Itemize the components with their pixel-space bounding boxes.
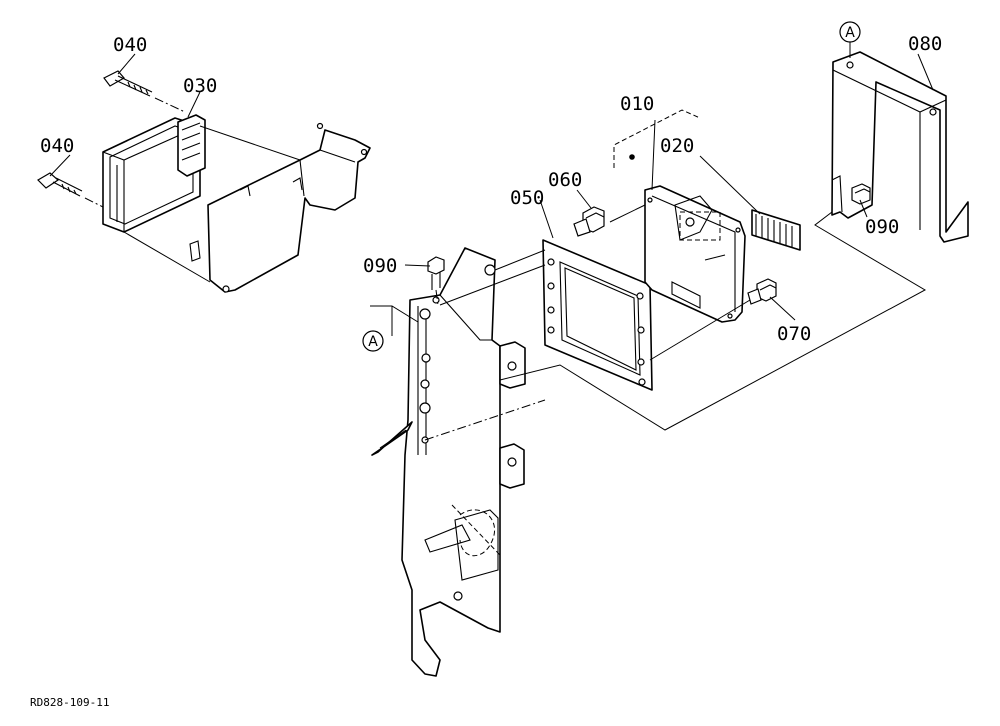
vertical-support-bracket	[371, 247, 526, 677]
part-020-label	[751, 209, 801, 251]
callout-labels: 040 030 040 050 060 010 020 090 070 080 …	[40, 33, 942, 345]
reference-box-left	[370, 305, 419, 336]
part-090-bolt-right	[851, 183, 871, 205]
bracket-mount-plate	[189, 122, 371, 293]
reference-mark-a-left-text: A	[368, 334, 378, 350]
part-080-cover	[831, 51, 969, 243]
part-010-controller	[644, 185, 746, 323]
callout-030: 030	[183, 75, 217, 97]
part-060-bolt	[573, 206, 605, 237]
part-050-plate	[542, 239, 653, 391]
callout-040-upper: 040	[113, 34, 147, 56]
part-070-bolt	[747, 278, 777, 305]
callout-080: 080	[908, 33, 942, 55]
reference-mark-a-left: A	[362, 330, 384, 352]
assembly-lines	[379, 204, 927, 449]
part-010-bracket-dash	[613, 109, 701, 168]
callout-090-right: 090	[865, 216, 899, 238]
part-030-housing	[102, 114, 206, 233]
part-040-bolt-lower	[37, 172, 83, 197]
callout-leaders	[49, 42, 934, 321]
part-090-bolt-left	[427, 256, 445, 306]
assembly-lines-left	[84, 97, 301, 283]
part-040-bolt-upper	[103, 70, 153, 97]
callout-090-left: 090	[363, 255, 397, 277]
callout-040-lower: 040	[40, 135, 74, 157]
callout-010: 010	[620, 93, 654, 115]
reference-mark-a-right-text: A	[845, 25, 855, 41]
callout-050: 050	[510, 187, 544, 209]
callout-060: 060	[548, 169, 582, 191]
callout-020: 020	[660, 135, 694, 157]
reference-mark-a-right: A	[839, 21, 861, 43]
drawing-code: RD828-109-11	[30, 696, 109, 709]
callout-070: 070	[777, 323, 811, 345]
